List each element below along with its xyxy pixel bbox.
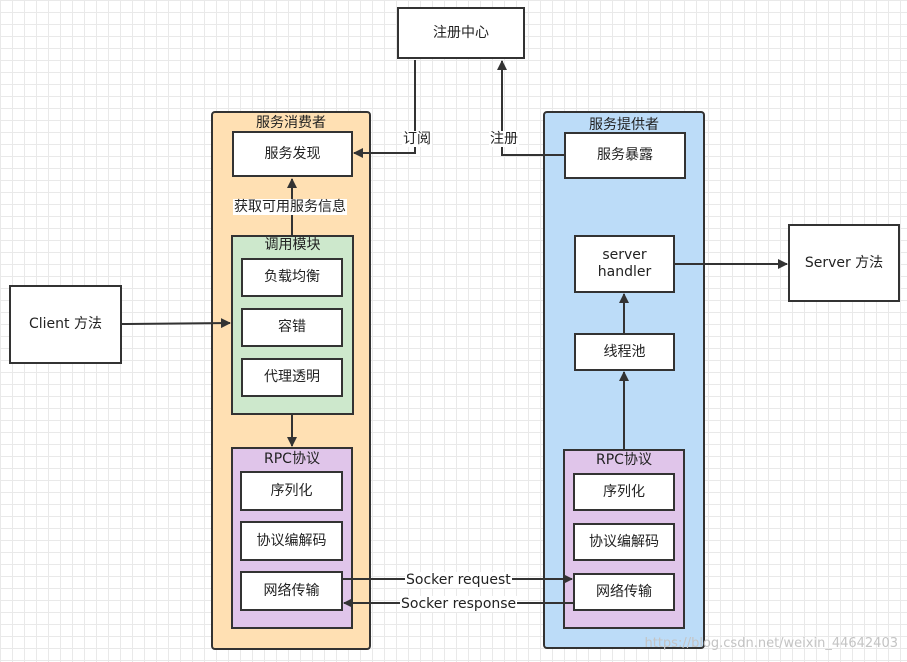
provider-codec-box[interactable]: 协议编解码 bbox=[573, 523, 675, 561]
registry-center-box[interactable]: 注册中心 bbox=[397, 7, 525, 59]
register-arrow bbox=[497, 60, 564, 156]
service-discovery-box[interactable]: 服务发现 bbox=[232, 131, 353, 177]
subscribe-label: 订阅 bbox=[402, 131, 432, 147]
transparent-proxy-box[interactable]: 代理透明 bbox=[241, 358, 343, 397]
server-method-box[interactable]: Server 方法 bbox=[788, 224, 900, 302]
provider-network-box[interactable]: 网络传输 bbox=[573, 573, 675, 611]
socket-response-label: Socker response bbox=[400, 596, 518, 612]
get-service-info-label: 获取可用服务信息 bbox=[233, 199, 347, 215]
client-invoke-arrow bbox=[121, 318, 231, 329]
provider-serialization-box[interactable]: 序列化 bbox=[573, 473, 675, 511]
service-provider-title: 服务提供者 bbox=[589, 117, 659, 133]
service-consumer-title: 服务消费者 bbox=[256, 115, 326, 131]
consumer-network-box[interactable]: 网络传输 bbox=[240, 571, 343, 611]
load-balance-box[interactable]: 负载均衡 bbox=[241, 258, 343, 297]
consumer-serialization-box[interactable]: 序列化 bbox=[240, 471, 343, 511]
register-label: 注册 bbox=[489, 131, 519, 147]
service-exposure-box[interactable]: 服务暴露 bbox=[564, 132, 686, 179]
provider-rpc-title: RPC协议 bbox=[596, 452, 652, 468]
client-method-box[interactable]: Client 方法 bbox=[9, 285, 122, 364]
thread-pool-box[interactable]: 线程池 bbox=[574, 333, 675, 371]
consumer-rpc-title: RPC协议 bbox=[264, 451, 320, 467]
invoke-module-title: 调用模块 bbox=[264, 237, 321, 253]
consumer-codec-box[interactable]: 协议编解码 bbox=[240, 521, 343, 561]
subscribe-arrow bbox=[353, 60, 416, 158]
socket-request-label: Socker request bbox=[405, 572, 512, 588]
server-handler-box[interactable]: server handler bbox=[574, 235, 675, 293]
fault-tolerance-box[interactable]: 容错 bbox=[241, 308, 343, 347]
watermark: https://blog.csdn.net/weixin_44642403 bbox=[644, 636, 898, 651]
